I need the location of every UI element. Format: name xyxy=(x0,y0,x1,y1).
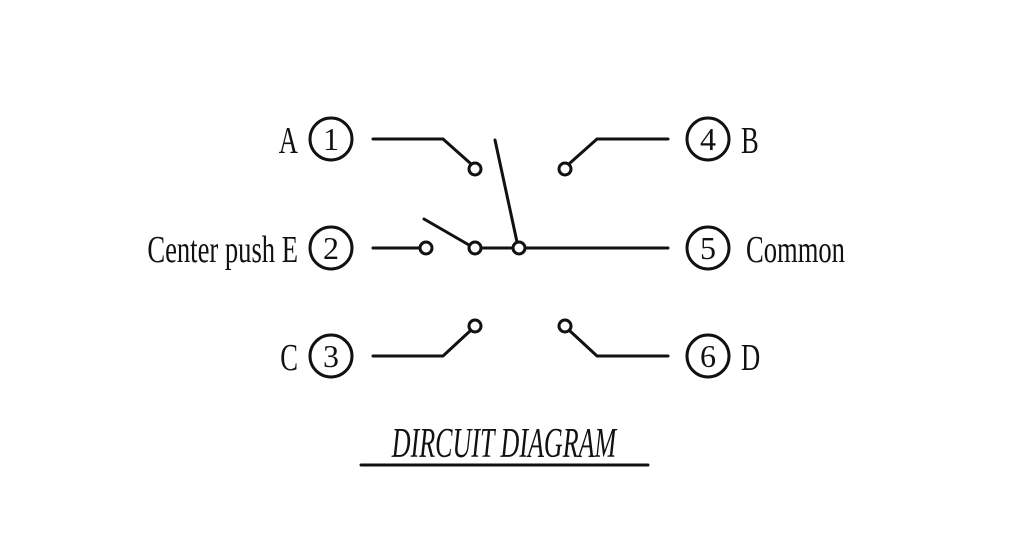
contact-e xyxy=(418,240,434,256)
terminal-4-circle xyxy=(685,116,731,162)
terminal-2-circle xyxy=(308,225,354,271)
label-terminal-1: A xyxy=(279,121,298,163)
terminal-1-circle xyxy=(308,116,354,162)
terminal-1-number: 1 xyxy=(323,121,339,157)
push-switch-pivot xyxy=(467,240,483,256)
terminal-5-circle xyxy=(685,225,731,271)
terminal-3-circle xyxy=(308,333,354,379)
label-terminal-6: D xyxy=(741,338,760,380)
terminal-2-number: 2 xyxy=(323,230,339,266)
terminal-4-number: 4 xyxy=(700,121,716,157)
terminal-6-number: 6 xyxy=(700,338,716,374)
wire-terminal-1 xyxy=(371,137,472,165)
contact-c xyxy=(467,318,483,334)
terminal-6-circle xyxy=(685,333,731,379)
contact-b xyxy=(557,161,573,177)
label-terminal-2: Center push E xyxy=(147,230,298,272)
diagram-title: DIRCUIT DIAGRAM xyxy=(391,420,618,467)
terminal-3-number: 3 xyxy=(323,338,339,374)
common-lever xyxy=(493,138,519,244)
label-terminal-3: C xyxy=(280,338,298,380)
contact-d xyxy=(557,318,573,334)
wire-terminal-6 xyxy=(568,329,670,358)
label-terminal-4: B xyxy=(741,121,759,163)
wire-terminal-3 xyxy=(371,329,472,358)
wire-terminal-4 xyxy=(568,137,670,165)
label-terminal-5: Common xyxy=(746,230,845,272)
push-switch-blade xyxy=(422,217,471,247)
terminal-5-number: 5 xyxy=(700,230,716,266)
contact-a xyxy=(467,161,483,177)
common-pivot xyxy=(511,240,527,256)
